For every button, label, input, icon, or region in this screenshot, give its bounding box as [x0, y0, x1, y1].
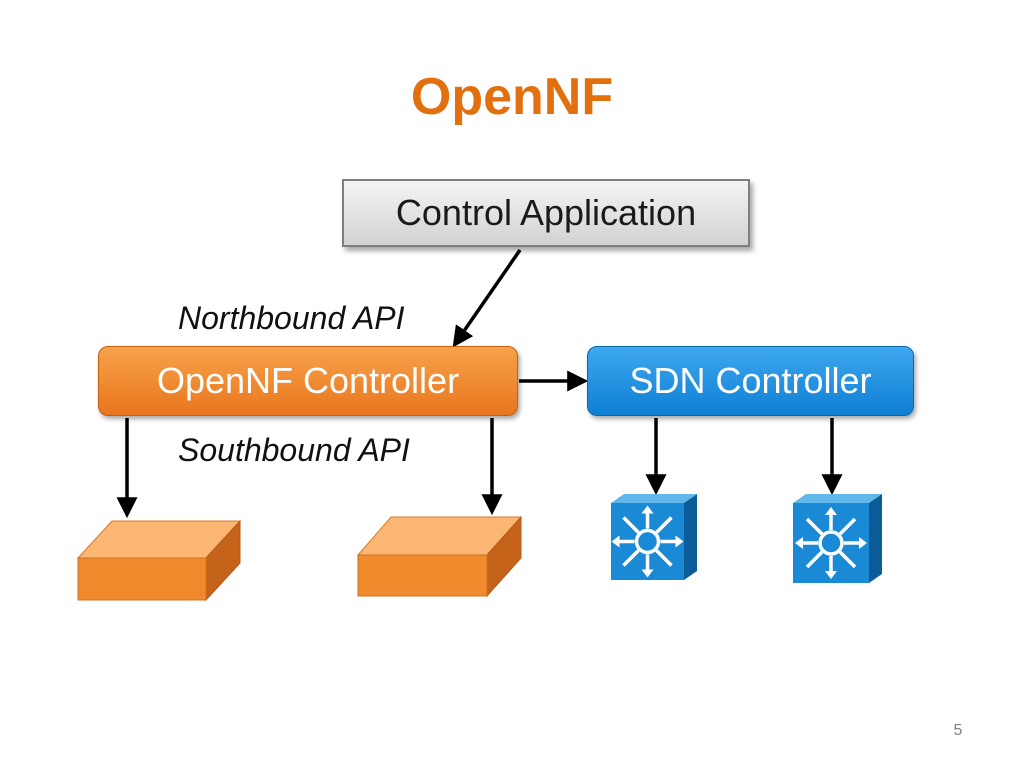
sdn-controller-box: SDN Controller: [587, 346, 914, 416]
sdn-switch-icon: [611, 494, 697, 580]
network-function-box-icon: [76, 519, 242, 602]
control-application-box: Control Application: [342, 179, 750, 247]
sdn-switch-icon: [793, 494, 882, 583]
page-number: 5: [953, 722, 963, 739]
southbound-api-label: Southbound API: [178, 432, 410, 468]
slide-title: OpenNF: [410, 68, 614, 126]
northbound-api-label: Northbound API: [178, 300, 405, 336]
opennf-controller-box: OpenNF Controller: [98, 346, 518, 416]
network-function-box-icon: [356, 515, 523, 598]
northbound-arrow: [452, 249, 522, 348]
